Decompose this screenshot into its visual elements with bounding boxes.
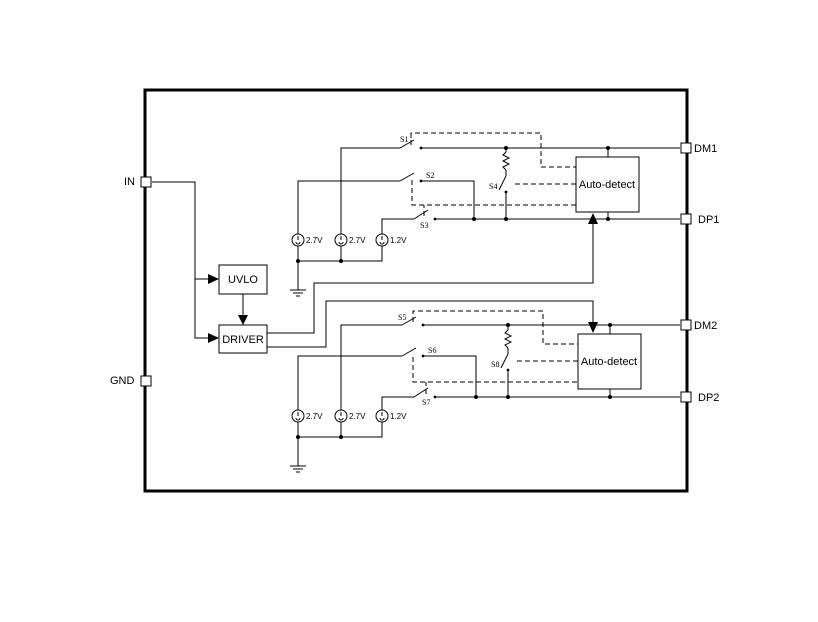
switch-s5 bbox=[401, 316, 425, 327]
channel-2-wiring bbox=[290, 324, 680, 473]
channel-1-wiring bbox=[290, 147, 680, 297]
auto-detect-2-label: Auto-detect bbox=[581, 356, 637, 368]
switch-s1-label: S1 bbox=[400, 135, 408, 144]
pin-gnd bbox=[140, 375, 152, 387]
driver-to-autodetect-1 bbox=[267, 222, 594, 334]
channel-1-junctions bbox=[296, 146, 610, 263]
source-top-b-label: 2.7V bbox=[349, 236, 366, 245]
switch-s7-label: S7 bbox=[422, 398, 430, 407]
switch-s2-label: S2 bbox=[426, 171, 434, 180]
source-bot-a bbox=[291, 409, 305, 423]
source-top-a-label: 2.7V bbox=[306, 236, 323, 245]
source-top-c-label: 1.2V bbox=[390, 236, 407, 245]
source-bot-a-label: 2.7V bbox=[306, 412, 323, 421]
in-power-path bbox=[152, 181, 248, 343]
switch-s5-label: S5 bbox=[398, 313, 406, 322]
source-top-a bbox=[291, 233, 305, 247]
source-bot-c-label: 1.2V bbox=[390, 412, 407, 421]
source-bot-c bbox=[375, 409, 389, 423]
pin-dm2-label: DM2 bbox=[694, 320, 717, 332]
auto-detect-1-block bbox=[575, 156, 640, 213]
switch-s4 bbox=[498, 175, 508, 194]
auto-detect-1-label: Auto-detect bbox=[579, 179, 635, 191]
pin-in-label: IN bbox=[124, 176, 135, 188]
driver-to-autodetect-2 bbox=[267, 300, 594, 348]
uvlo-label: UVLO bbox=[228, 274, 258, 286]
switch-s7 bbox=[413, 387, 437, 399]
pin-dp2-label: DP2 bbox=[698, 392, 719, 404]
pin-in bbox=[140, 176, 152, 188]
pin-dm1-label: DM1 bbox=[694, 143, 717, 155]
channel-1-control-dashed bbox=[410, 132, 576, 216]
switch-s3-label: S3 bbox=[420, 221, 428, 230]
switch-s4-label: S4 bbox=[489, 182, 497, 191]
pin-dm1 bbox=[680, 142, 692, 154]
switch-s3 bbox=[413, 209, 437, 221]
switch-s1 bbox=[399, 139, 423, 150]
switch-s6-label: S6 bbox=[428, 346, 436, 355]
source-top-b bbox=[334, 233, 348, 247]
source-bot-b-label: 2.7V bbox=[349, 412, 366, 421]
switch-s2 bbox=[399, 172, 423, 183]
pin-dp1-label: DP1 bbox=[698, 214, 719, 226]
autodetect-2-enable-arrow bbox=[588, 322, 598, 333]
switch-s6 bbox=[401, 347, 425, 358]
driver-label: DRIVER bbox=[222, 334, 264, 346]
pin-dp2 bbox=[680, 391, 692, 403]
channel-2-junctions bbox=[296, 323, 612, 439]
switch-s8-label: S8 bbox=[491, 360, 499, 369]
pin-dp1 bbox=[680, 213, 692, 225]
source-bot-b bbox=[334, 409, 348, 423]
source-top-c bbox=[375, 233, 389, 247]
switch-s8 bbox=[500, 353, 510, 372]
uvlo-block bbox=[218, 264, 268, 295]
chip-outline bbox=[143, 88, 689, 493]
auto-detect-2-block bbox=[577, 333, 642, 390]
pin-gnd-label: GND bbox=[110, 375, 135, 387]
driver-block bbox=[218, 324, 268, 354]
pin-dm2 bbox=[680, 319, 692, 331]
channel-2-control-dashed bbox=[412, 310, 578, 394]
